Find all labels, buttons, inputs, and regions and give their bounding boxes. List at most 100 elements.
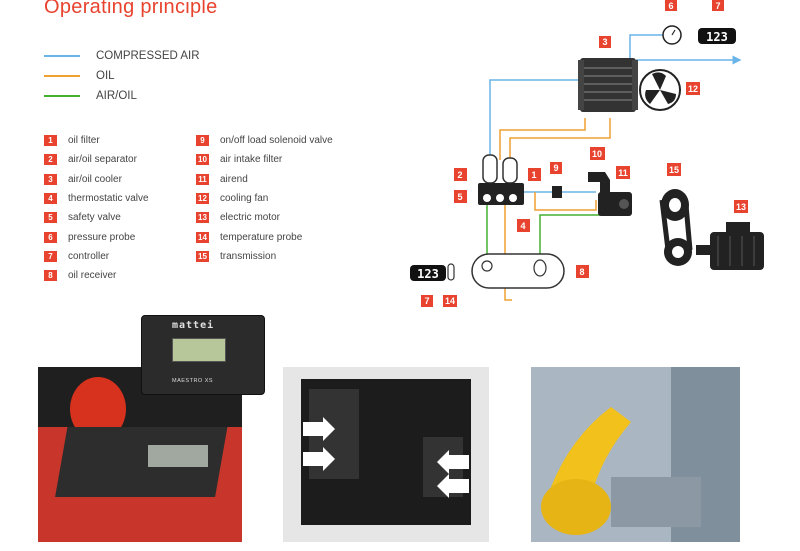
part-number-badge: 9 [196, 135, 209, 147]
part-number-badge: 15 [196, 250, 209, 262]
legend-label: OIL [96, 70, 115, 82]
controller-display-top: 123 [698, 28, 736, 44]
svg-text:14: 14 [445, 296, 455, 306]
air-oil-cooler [578, 58, 638, 112]
compressor-cabinet-illustration [283, 367, 489, 542]
flow-legend: COMPRESSED AIR OIL AIR/OIL [44, 46, 200, 106]
part-number-badge: 11 [196, 173, 209, 185]
controller-model: MAESTRO XS [172, 378, 214, 384]
badge-12: 12 [686, 82, 700, 95]
part-number-badge: 5 [44, 212, 57, 224]
part-number-badge: 3 [44, 173, 57, 185]
part-label: temperature probe [220, 231, 303, 243]
valve-manifold-block [478, 183, 524, 205]
controller-display-bottom-text: 123 [417, 267, 439, 281]
control-panel-photo [38, 367, 242, 542]
svg-text:10: 10 [592, 149, 602, 159]
badge-6: 6 [665, 0, 677, 11]
parts-list-left: 1 oil filter 2 air/oil separator 3 air/oil … [44, 131, 149, 285]
industrial-robot-photo [531, 367, 740, 542]
badge-8: 8 [576, 265, 589, 278]
svg-text:4: 4 [520, 221, 525, 231]
part-item: 12 cooling fan [196, 189, 333, 208]
badge-2: 2 [454, 168, 467, 181]
svg-text:1: 1 [531, 170, 536, 180]
part-item: 5 safety valve [44, 208, 149, 227]
part-label: cooling fan [220, 193, 269, 205]
badge-13: 13 [734, 200, 748, 213]
badge-5: 5 [454, 190, 467, 203]
part-item: 7 controller [44, 247, 149, 266]
controller-lcd [172, 338, 226, 362]
svg-text:15: 15 [669, 165, 679, 175]
controller-brand: mattei [172, 320, 215, 331]
oil-receiver-tank [471, 253, 565, 289]
legend-item-compressed-air: COMPRESSED AIR [44, 46, 200, 66]
part-item: 1 oil filter [44, 131, 149, 150]
badge-10: 10 [590, 147, 605, 160]
legend-swatch [44, 55, 80, 57]
badge-11: 11 [616, 166, 630, 179]
part-label: air/oil separator [68, 154, 137, 166]
legend-label: COMPRESSED AIR [96, 50, 200, 62]
part-label: safety valve [68, 212, 121, 224]
part-label: controller [68, 250, 110, 262]
svg-text:3: 3 [602, 37, 607, 47]
part-number-badge: 14 [196, 231, 209, 243]
badge-7-top: 7 [712, 0, 724, 11]
part-number-badge: 13 [196, 212, 209, 224]
svg-text:9: 9 [553, 163, 558, 173]
part-number-badge: 7 [44, 250, 57, 262]
svg-text:7: 7 [715, 1, 720, 11]
compressor-cabinet-photo [283, 367, 489, 542]
svg-text:13: 13 [736, 202, 746, 212]
pressure-probe-icon [662, 25, 682, 45]
legend-swatch [44, 95, 80, 97]
airend-icon [598, 192, 632, 216]
part-number-badge: 1 [44, 135, 57, 147]
legend-item-oil: OIL [44, 66, 200, 86]
industrial-robot-illustration [531, 367, 740, 542]
badge-3: 3 [599, 36, 611, 48]
solenoid-valve-icon [552, 186, 562, 198]
part-item: 3 air/oil cooler [44, 170, 149, 189]
svg-text:2: 2 [457, 170, 462, 180]
svg-text:6: 6 [668, 1, 673, 11]
svg-text:7: 7 [424, 296, 429, 306]
temperature-probe-icon [447, 263, 455, 281]
svg-text:12: 12 [688, 84, 698, 94]
part-label: oil filter [68, 135, 100, 147]
part-number-badge: 4 [44, 193, 57, 205]
part-label: air/oil cooler [68, 173, 122, 185]
electric-motor-icon [696, 222, 764, 270]
badge-1: 1 [528, 168, 541, 181]
part-number-badge: 12 [196, 193, 209, 205]
part-item: 2 air/oil separator [44, 150, 149, 169]
control-panel-illustration [38, 367, 242, 542]
badge-9: 9 [550, 162, 562, 174]
part-number-badge: 10 [196, 154, 209, 166]
legend-swatch [44, 75, 80, 77]
part-item: 13 electric motor [196, 208, 333, 227]
controller-display-top-text: 123 [706, 30, 728, 44]
controller-unit: mattei MAESTRO XS [141, 315, 265, 395]
cooling-fan-icon [639, 69, 681, 111]
svg-text:5: 5 [457, 192, 462, 202]
badge-15: 15 [667, 163, 681, 176]
part-label: electric motor [220, 212, 281, 224]
svg-text:11: 11 [618, 168, 628, 178]
part-number-badge: 8 [44, 270, 57, 282]
part-item: 14 temperature probe [196, 227, 333, 246]
badge-14: 14 [443, 295, 457, 307]
badge-4: 4 [517, 219, 530, 232]
part-number-badge: 2 [44, 154, 57, 166]
oil-lines [499, 118, 611, 301]
